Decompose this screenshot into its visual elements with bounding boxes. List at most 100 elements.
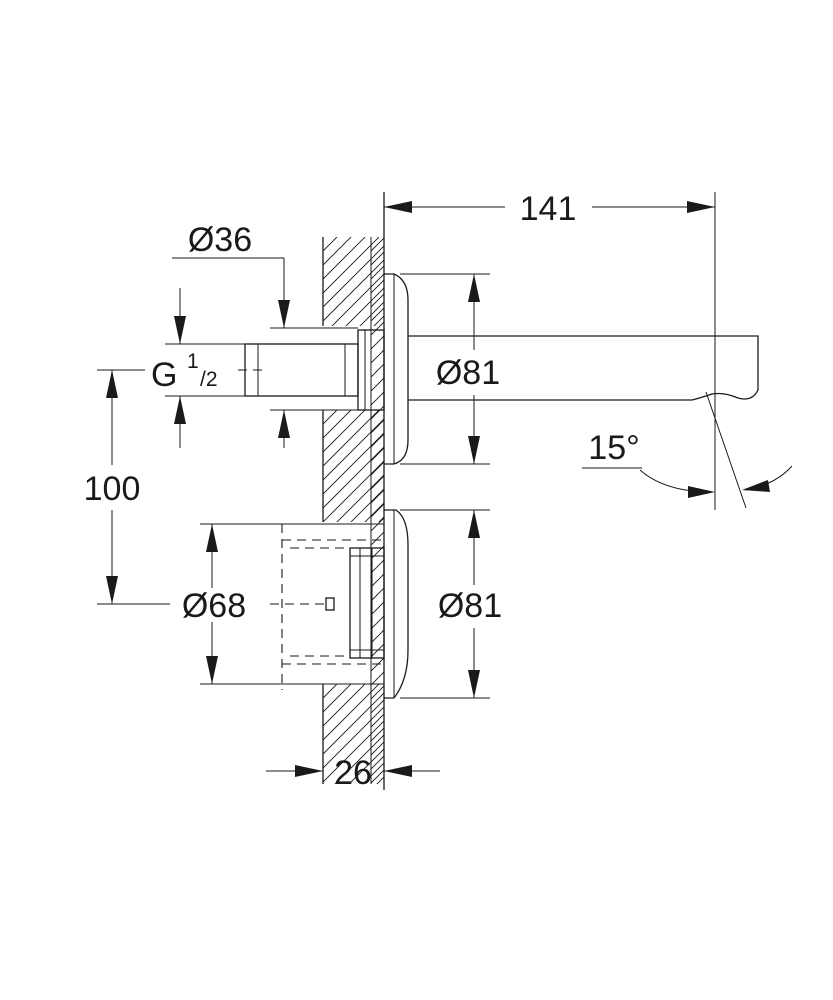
wall-hatch-right-strip: [371, 237, 384, 784]
concealed-body: [270, 524, 385, 690]
dimension-rosette-top-label: Ø81: [436, 354, 500, 392]
dimension-rosette-bottom: Ø81: [400, 509, 502, 699]
hatch-line: [371, 475, 384, 490]
hatch-line: [371, 461, 384, 476]
hatch-line: [371, 279, 384, 294]
hatch-line: [323, 410, 338, 425]
hatch-line: [323, 418, 384, 481]
hatch-line: [323, 720, 384, 783]
hatch-line: [323, 410, 380, 467]
hatch-line: [323, 692, 384, 755]
hatch-line: [323, 684, 338, 699]
hatch-line: [323, 791, 384, 852]
hatch-line: [371, 685, 384, 700]
hatch-line: [371, 601, 384, 616]
hatch-line: [323, 386, 384, 447]
hatch-line: [371, 377, 384, 392]
hatch-line: [323, 706, 384, 769]
dimension-100: 100: [84, 369, 170, 605]
hatch-line: [371, 755, 384, 770]
hatch-line: [334, 734, 384, 784]
hatch-line: [323, 446, 384, 509]
hatch-line: [371, 629, 384, 644]
dimension-rosette-top: Ø81: [400, 273, 500, 465]
hatch-line: [336, 474, 384, 522]
dimension-body: Ø68: [182, 523, 384, 685]
hatch-line: [371, 363, 384, 378]
hatch-line: [323, 833, 384, 894]
hatch-line: [371, 405, 384, 420]
hatch-line: [371, 503, 384, 518]
hatch-line: [371, 419, 384, 434]
hatch-line: [371, 307, 384, 322]
hatch-line: [371, 237, 372, 238]
hatch-line: [371, 769, 384, 784]
hatch-line: [331, 273, 384, 326]
hatch-line: [323, 805, 384, 866]
dimension-angle: 15°: [582, 391, 793, 509]
dimension-pipe: Ø36: [172, 221, 358, 448]
hatch-line: [323, 410, 366, 453]
dimension-angle-label: 15°: [588, 429, 639, 467]
thread-numerator: 1: [187, 350, 199, 373]
hatch-line: [348, 748, 384, 784]
hatch-line: [371, 531, 384, 546]
wall-hatch-top: [323, 237, 384, 447]
hatch-line: [323, 819, 384, 880]
hatch-line: [345, 287, 384, 326]
thread-g-label: G: [151, 356, 177, 394]
top-rosette: [384, 273, 409, 465]
hatch-line: [371, 391, 384, 406]
hatch-line: [371, 335, 384, 350]
hatch-line: [373, 315, 384, 326]
hatch-line: [371, 741, 384, 756]
hatch-line: [323, 410, 352, 439]
wall-hatch-bottom: [323, 684, 384, 894]
angle-line: [705, 391, 747, 509]
hatch-line: [371, 489, 384, 504]
dimension-pipe-label: Ø36: [188, 221, 252, 259]
hatch-line: [323, 684, 380, 741]
spout: [408, 335, 759, 401]
hatch-line: [323, 684, 352, 713]
hatch-line: [323, 259, 384, 322]
bottom-rosette: [384, 509, 409, 699]
hatch-line: [323, 684, 366, 727]
hatch-line: [371, 671, 384, 686]
hatch-line: [371, 615, 384, 630]
hatch-line: [323, 432, 384, 495]
dimension-26-label: 26: [334, 754, 372, 792]
hatch-line: [323, 237, 366, 280]
hatch-line: [323, 330, 384, 391]
hatch-line: [371, 321, 384, 336]
hatch-line: [371, 237, 384, 252]
thread-denominator: /2: [200, 368, 218, 391]
hatch-line: [371, 293, 384, 308]
dimension-141: 141: [384, 190, 716, 510]
hatch-line: [371, 265, 384, 280]
hatch-line: [364, 502, 384, 522]
hatch-line: [371, 433, 384, 448]
hatch-line: [383, 783, 384, 784]
hatch-line: [371, 713, 384, 728]
hatch-line: [371, 447, 384, 462]
hatch-line: [323, 372, 384, 433]
hatch-line: [359, 301, 384, 326]
hatch-line: [371, 349, 384, 364]
hatch-line: [371, 587, 384, 602]
hatch-line: [371, 727, 384, 742]
hatch-line: [323, 237, 380, 294]
hatch-line: [371, 573, 384, 588]
hatch-line: [371, 559, 384, 574]
wall-hatch-middle: [323, 410, 384, 522]
dimension-rosette-bottom-label: Ø81: [438, 587, 502, 625]
hatch-line: [323, 237, 338, 252]
dimension-100-label: 100: [84, 470, 141, 508]
wall-section: [322, 192, 385, 894]
hatch-line: [371, 251, 384, 266]
dimension-26: 26: [266, 754, 440, 792]
hatch-line: [362, 762, 384, 784]
hatch-line: [323, 237, 324, 238]
hatch-line: [323, 237, 352, 266]
